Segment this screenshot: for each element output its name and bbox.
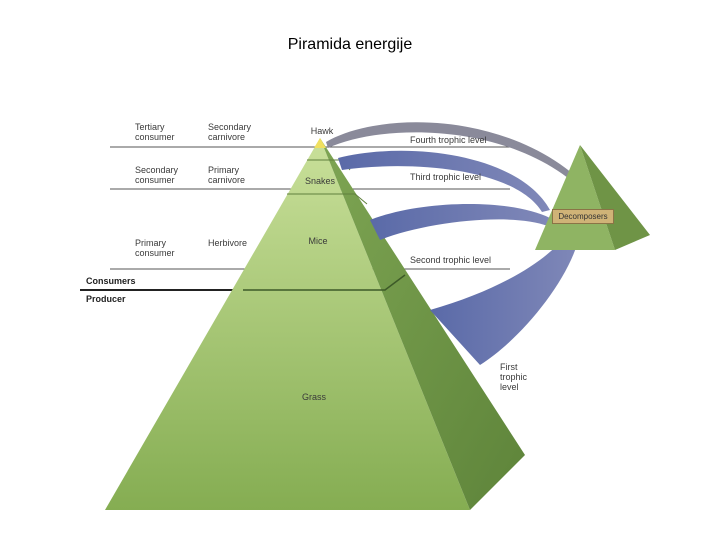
pyramid-side-face	[320, 138, 525, 510]
energy-pyramid-figure: Tertiary consumer Secondary carnivore Se…	[80, 100, 660, 520]
label-second-trophic-level: Second trophic level	[410, 255, 492, 265]
label-secondary-carnivore: Secondary carnivore	[208, 122, 252, 142]
hawk-tip	[314, 138, 326, 148]
label-consumers: Consumers	[86, 276, 136, 286]
label-fourth-trophic-level: Fourth trophic level	[410, 135, 487, 145]
decomposers-label: Decomposers	[552, 209, 614, 224]
label-primary-carnivore: Primary carnivore	[208, 165, 246, 185]
label-third-trophic-level: Third trophic level	[410, 172, 482, 182]
label-producer: Producer	[86, 294, 126, 304]
pyramid-diagram	[80, 122, 650, 510]
label-mice: Mice	[308, 236, 328, 246]
decomposer-side	[580, 145, 650, 250]
label-grass: Grass	[301, 392, 326, 402]
label-primary-consumer: Primary consumer	[135, 238, 175, 258]
arrow-first-level	[430, 230, 580, 365]
label-first-trophic-level: First trophic level	[500, 362, 528, 392]
label-snakes: Snakes	[304, 176, 336, 186]
label-tertiary-consumer: Tertiary consumer	[135, 122, 175, 142]
label-hawk: Hawk	[310, 126, 334, 136]
arrow-second-level	[370, 203, 550, 240]
arrow-third-level	[338, 150, 550, 212]
label-herbivore: Herbivore	[208, 238, 248, 248]
arrow-fourth-level	[326, 122, 595, 198]
label-secondary-consumer: Secondary consumer	[135, 165, 179, 185]
tier-line-mice	[287, 193, 368, 205]
pyramid-front-face	[105, 138, 470, 510]
page-title: Piramida energije	[287, 36, 413, 53]
tier-line-grass	[243, 274, 406, 291]
